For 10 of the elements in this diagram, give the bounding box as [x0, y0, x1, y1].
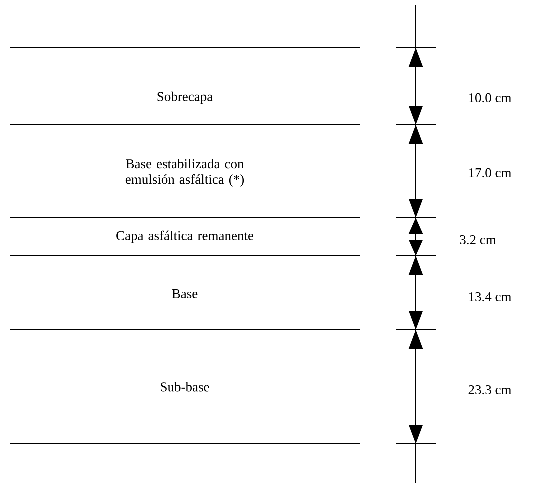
layer-name: Base: [172, 290, 198, 298]
layer-name: Sub-base: [161, 382, 210, 392]
layer-name: Capa asfáltica remanente: [116, 230, 254, 244]
layer-name: Sobrecapa: [158, 92, 213, 104]
thickness-label: 13.4 cm: [469, 292, 512, 302]
thickness-label: 3.2 cm: [460, 235, 496, 245]
thickness-label: 17.0 cm: [469, 168, 512, 178]
thickness-label: 23.3 cm: [468, 385, 512, 395]
layer-name: Base estabilizada con emulsión asfáltica (*): [126, 159, 244, 187]
thickness-label: 10.0 cm: [469, 93, 512, 103]
